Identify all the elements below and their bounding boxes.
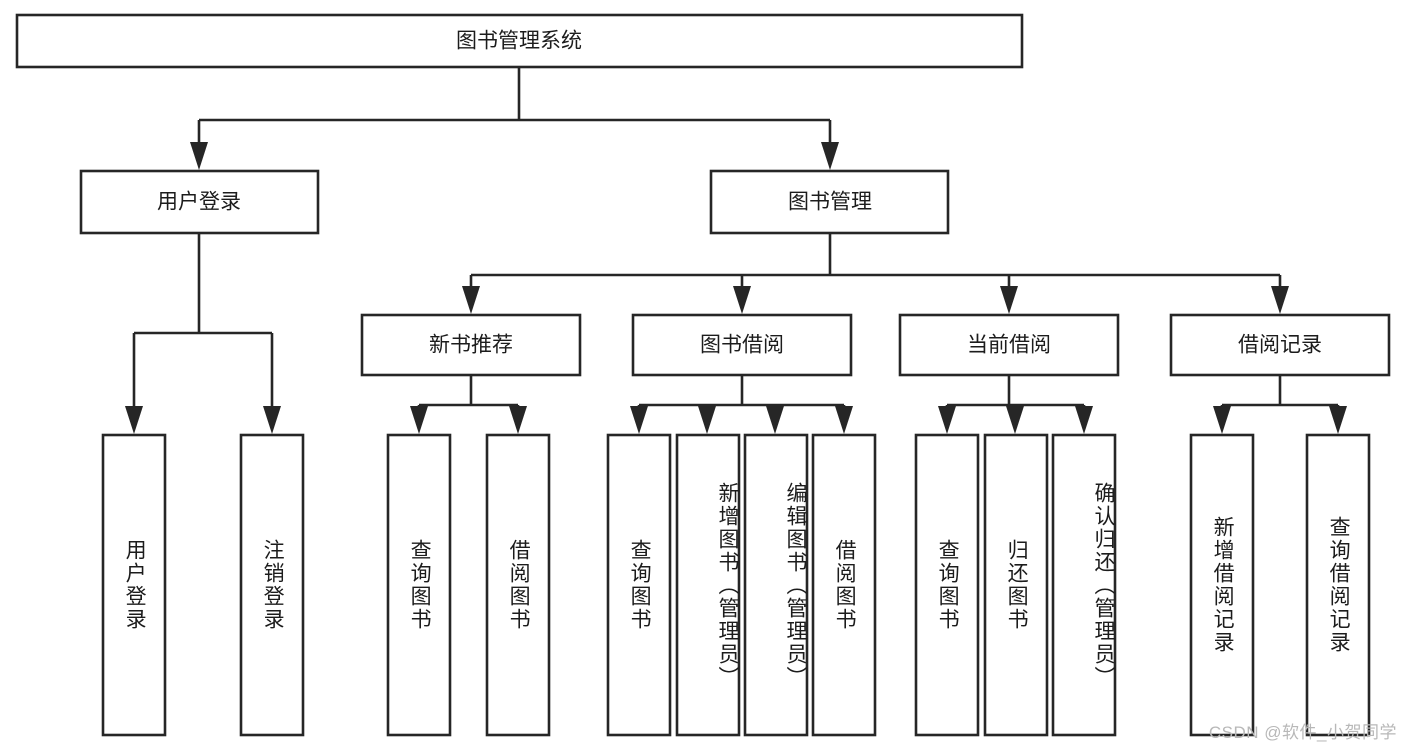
arrow-borrowrecord-c2 bbox=[1329, 406, 1347, 434]
arrow-bookborrow-c1 bbox=[630, 406, 648, 434]
node-leaf-br-query-record-box[interactable] bbox=[1305, 433, 1371, 737]
connector-group-userlogin bbox=[125, 233, 281, 434]
arrow-bookmgmt-c2 bbox=[733, 286, 751, 314]
node-book-management-box[interactable] bbox=[709, 169, 950, 235]
arrow-newbook-c1 bbox=[410, 406, 428, 434]
arrow-root-to-bookmgmt bbox=[821, 142, 839, 170]
node-book-management[interactable]: 图书管理 bbox=[709, 169, 950, 235]
connector-group-newbook bbox=[410, 376, 527, 434]
node-current-borrow-box[interactable] bbox=[898, 313, 1120, 377]
arrow-bookmgmt-c1 bbox=[462, 286, 480, 314]
node-current-borrow-label: 当前借阅 bbox=[967, 334, 1051, 357]
node-leaf-cb-return-book-box[interactable] bbox=[983, 433, 1049, 737]
connector-group-currentborrow bbox=[938, 376, 1093, 434]
node-root-label: 图书管理系统 bbox=[456, 30, 582, 53]
node-leaf-cb-confirm-return-box[interactable] bbox=[1051, 433, 1117, 737]
node-new-book-recommend-box[interactable] bbox=[360, 313, 582, 377]
arrow-currentborrow-c2 bbox=[1006, 406, 1024, 434]
arrow-bookmgmt-c4 bbox=[1271, 286, 1289, 314]
arrow-root-to-userlogin bbox=[190, 142, 208, 170]
arrow-bookborrow-c2 bbox=[698, 406, 716, 434]
node-leaf-nb-borrow-book-box[interactable] bbox=[485, 433, 551, 737]
arrow-bookmgmt-c3 bbox=[1000, 286, 1018, 314]
arrow-userlogin-child2 bbox=[263, 406, 281, 434]
node-leaf-bb-borrow-book-box[interactable] bbox=[811, 433, 877, 737]
node-root[interactable]: 图书管理系统 bbox=[15, 13, 1024, 69]
node-book-borrow-label: 图书借阅 bbox=[700, 334, 784, 357]
connector-group-bookmgmt bbox=[462, 233, 1289, 314]
connector-group-bookborrow bbox=[630, 376, 853, 434]
node-book-borrow-box[interactable] bbox=[631, 313, 853, 377]
node-new-book-recommend[interactable]: 新书推荐 bbox=[360, 313, 582, 377]
node-user-login-label: 用户登录 bbox=[157, 191, 241, 214]
node-leaf-bb-add-book-box[interactable] bbox=[675, 433, 741, 737]
node-borrow-record-label: 借阅记录 bbox=[1238, 334, 1322, 357]
node-current-borrow[interactable]: 当前借阅 bbox=[898, 313, 1120, 377]
node-book-management-label: 图书管理 bbox=[788, 191, 872, 214]
node-leaf-user-login-box[interactable] bbox=[101, 433, 167, 737]
csdn-watermark: CSDN @软件_小贺同学 bbox=[1208, 723, 1397, 742]
node-user-login[interactable]: 用户登录 bbox=[79, 169, 320, 235]
arrow-borrowrecord-c1 bbox=[1213, 406, 1231, 434]
node-leaf-logout-box[interactable] bbox=[239, 433, 305, 737]
connector-group-root bbox=[190, 67, 839, 170]
arrow-userlogin-child1 bbox=[125, 406, 143, 434]
arrow-bookborrow-c4 bbox=[835, 406, 853, 434]
arrow-bookborrow-c3 bbox=[766, 406, 784, 434]
node-user-login-box[interactable] bbox=[79, 169, 320, 235]
node-leaf-cb-query-book-box[interactable] bbox=[914, 433, 980, 737]
node-leaf-bb-edit-book-box[interactable] bbox=[743, 433, 809, 737]
node-borrow-record-box[interactable] bbox=[1169, 313, 1391, 377]
node-leaf-br-add-record-box[interactable] bbox=[1189, 433, 1255, 737]
arrow-newbook-c2 bbox=[509, 406, 527, 434]
node-leaf-bb-query-book-box[interactable] bbox=[606, 433, 672, 737]
node-root-box[interactable] bbox=[15, 13, 1024, 69]
node-book-borrow[interactable]: 图书借阅 bbox=[631, 313, 853, 377]
node-leaf-nb-query-book-box[interactable] bbox=[386, 433, 452, 737]
arrow-currentborrow-c1 bbox=[938, 406, 956, 434]
node-new-book-recommend-label: 新书推荐 bbox=[429, 334, 513, 357]
connector-group-borrowrecord bbox=[1213, 376, 1347, 434]
node-borrow-record[interactable]: 借阅记录 bbox=[1169, 313, 1391, 377]
arrow-currentborrow-c3 bbox=[1075, 406, 1093, 434]
